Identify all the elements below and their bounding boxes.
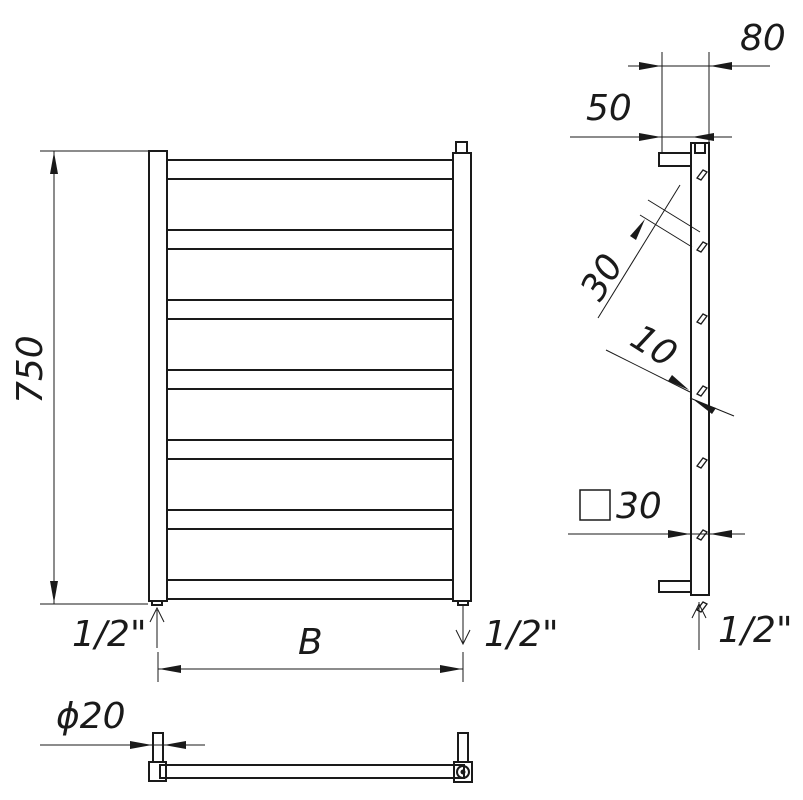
pipe-diameter-label: ϕ20 [56,696,126,737]
side-connection-label: 1/2" [718,610,793,651]
top-view: ϕ20 [40,696,473,783]
rails [166,159,454,600]
depth-total-label: 80 [740,18,786,59]
side-view: 80 50 30 10 30 1/2" [568,18,793,651]
right-outlet-label: 1/2" [484,614,559,655]
side-bottom-connection [658,580,692,593]
right-post [452,152,472,602]
top-right-pipe-section [456,765,470,779]
top-right-pipe [457,732,469,763]
rail [166,579,454,600]
rail-thickness-label: 10 [623,317,684,376]
top-rail [159,764,465,779]
rail-spacing-label: 30 [573,247,632,308]
depth-wall-label: 50 [586,88,632,129]
height-dimension-label: 750 [10,335,51,404]
rail-section [696,385,708,397]
rail-section [696,169,708,181]
rail [166,369,454,390]
rail-section [696,529,708,541]
rail-section [696,241,708,253]
rail [166,229,454,250]
top-left-pipe [152,732,164,763]
left-post [148,150,168,602]
rail [166,439,454,460]
profile-square-label: 30 [616,486,662,527]
side-top-bracket [658,152,692,167]
width-dimension-label: B [298,622,323,663]
right-connection-stub [457,600,469,606]
left-inlet-label: 1/2" [72,614,147,655]
rail [166,299,454,320]
right-post-cap [455,141,468,154]
rail-section [696,457,708,469]
rail-section [696,313,708,325]
side-rail-sections [696,169,708,613]
rail-section [696,601,708,613]
rail [166,159,454,180]
rail [166,509,454,530]
front-view: 750 1/2" 1/2" B [10,141,559,682]
side-post [690,142,710,596]
left-connection-stub [151,600,163,606]
square-profile-icon [579,489,611,521]
